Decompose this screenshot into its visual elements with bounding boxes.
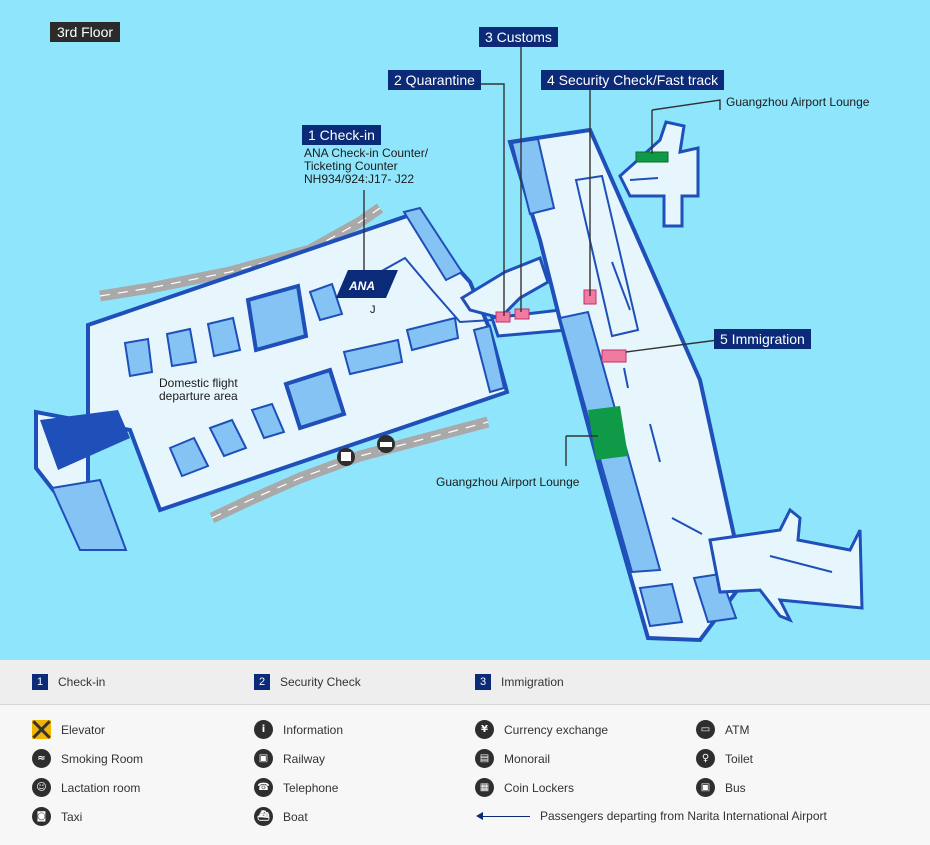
legend-currency-label: Currency exchange — [504, 722, 609, 737]
elevator-icon — [32, 720, 51, 739]
legend-boat-label: Boat — [283, 809, 308, 824]
legend-lactation: ☺ Lactation room — [32, 778, 140, 797]
toilet-icon: ♀ — [696, 749, 715, 768]
terminal-map: ANA J 3rd Floor 1 Check-in ANA Check-in … — [0, 0, 930, 660]
legend-icons: Elevator i Information ¥ Currency exchan… — [0, 705, 930, 845]
legend-checkin: 1 Check-in — [32, 674, 105, 690]
legend-boat: ⛴ Boat — [254, 807, 308, 826]
top-right-pier — [618, 120, 700, 228]
callout-security: 4 Security Check/Fast track — [541, 70, 725, 90]
domestic-area-line-1: Domestic flight — [159, 376, 238, 390]
domestic-courtyard-1 — [245, 283, 309, 353]
checkpoints — [495, 289, 627, 363]
legend-monorail: ▤ Monorail — [475, 749, 550, 768]
legend-immigration: 3 Immigration — [475, 674, 564, 690]
legend-lactation-label: Lactation room — [61, 780, 141, 795]
legend-taxi-label: Taxi — [61, 809, 83, 824]
legend-lockers-label: Coin Lockers — [504, 780, 575, 795]
legend-checkin-label: Check-in — [58, 675, 106, 689]
legend-information: i Information — [254, 720, 343, 739]
legend-monorail-label: Monorail — [504, 751, 551, 766]
legend-toilet: ♀ Toilet — [696, 749, 753, 768]
route-arrows — [379, 177, 833, 573]
domestic-area-label: Domestic flight departure area — [159, 377, 238, 403]
legend-atm-label: ATM — [725, 722, 750, 737]
legend-elevator-label: Elevator — [61, 722, 106, 737]
domestic-courtyard-2 — [283, 367, 347, 431]
floor-label: 3rd Floor — [50, 22, 121, 42]
legend-railway-label: Railway — [283, 751, 326, 766]
map-taxi-icon-body — [380, 442, 392, 447]
smoking-room-icon: ≈ — [32, 749, 51, 768]
legend-num-1: 1 — [32, 674, 48, 690]
counter-letter: J — [370, 304, 376, 316]
concourse-block-bottom-left — [638, 582, 684, 628]
legend-bus: ▣ Bus — [696, 778, 746, 797]
legend-currency: ¥ Currency exchange — [475, 720, 608, 739]
legend-numbered: 1 Check-in 2 Security Check 3 Immigratio… — [0, 660, 930, 705]
domestic-blocks — [123, 206, 506, 478]
domestic-area-line-2: departure area — [159, 389, 238, 403]
coin-lockers-icon: ▦ — [475, 778, 494, 797]
bus-icon: ▣ — [696, 778, 715, 797]
legend-immigration-label: Immigration — [501, 675, 564, 689]
checkin-note: ANA Check-in Counter/ Ticketing Counter … — [304, 147, 428, 186]
ana-logo-shape — [336, 270, 398, 298]
connector-corridor — [459, 256, 550, 320]
bottom-right-pier — [708, 507, 864, 623]
west-wing-block — [40, 410, 130, 470]
lounge-mid-marker — [588, 406, 628, 460]
legend-telephone-label: Telephone — [283, 780, 339, 795]
checkin-note-line-3: NH934/924:J17- J22 — [304, 172, 415, 186]
checkin-note-line-1: ANA Check-in Counter/ — [304, 146, 429, 160]
legend-security: 2 Security Check — [254, 674, 361, 690]
map-bus-icon-window — [341, 452, 351, 461]
legend-telephone: ☎ Telephone — [254, 778, 338, 797]
route-arrow-icon — [476, 811, 530, 820]
legend-bus-label: Bus — [725, 780, 746, 795]
legend-smoking-label: Smoking Room — [61, 751, 144, 766]
legend-toilet-label: Toilet — [725, 751, 754, 766]
legend-elevator: Elevator — [32, 720, 105, 739]
railway-icon: ▣ — [254, 749, 273, 768]
telephone-icon: ☎ — [254, 778, 273, 797]
boat-icon: ⛴ — [254, 807, 273, 826]
lounge-mid-label: Guangzhou Airport Lounge — [436, 475, 580, 489]
concourse-block-bottom-right — [692, 572, 738, 624]
taxi-icon: ◙ — [32, 807, 51, 826]
lounge-top-label: Guangzhou Airport Lounge — [726, 95, 870, 109]
legend-route: Passengers departing from Narita Interna… — [476, 809, 827, 823]
legend-num-3: 3 — [475, 674, 491, 690]
callout-immigration: 5 Immigration — [714, 329, 811, 349]
currency-exchange-icon: ¥ — [475, 720, 494, 739]
ana-logo-text: ANA — [348, 279, 375, 293]
callout-checkin: 1 Check-in — [302, 125, 381, 145]
callout-customs: 3 Customs — [479, 27, 558, 47]
international-concourse — [507, 127, 763, 643]
concourse-inner-lane — [574, 174, 640, 338]
map-drawing: ANA J — [34, 45, 864, 643]
legend-information-label: Information — [283, 722, 344, 737]
concourse-block-top — [510, 137, 556, 216]
lactation-room-icon: ☺ — [32, 778, 51, 797]
west-pier-block — [50, 478, 128, 551]
legend-num-2: 2 — [254, 674, 270, 690]
information-icon: i — [254, 720, 273, 739]
legend-smoking: ≈ Smoking Room — [32, 749, 143, 768]
leader-lines — [363, 45, 721, 466]
lower-road-marking — [211, 421, 489, 519]
legend-lockers: ▦ Coin Lockers — [475, 778, 574, 797]
legend-security-label: Security Check — [280, 675, 361, 689]
legend-railway: ▣ Railway — [254, 749, 325, 768]
monorail-icon: ▤ — [475, 749, 494, 768]
atm-icon: ▭ — [696, 720, 715, 739]
legend-route-label: Passengers departing from Narita Interna… — [540, 809, 827, 823]
checkin-note-line-2: Ticketing Counter — [304, 159, 398, 173]
legend-taxi: ◙ Taxi — [32, 807, 82, 826]
legend-atm: ▭ ATM — [696, 720, 749, 739]
callout-quarantine: 2 Quarantine — [388, 70, 481, 90]
